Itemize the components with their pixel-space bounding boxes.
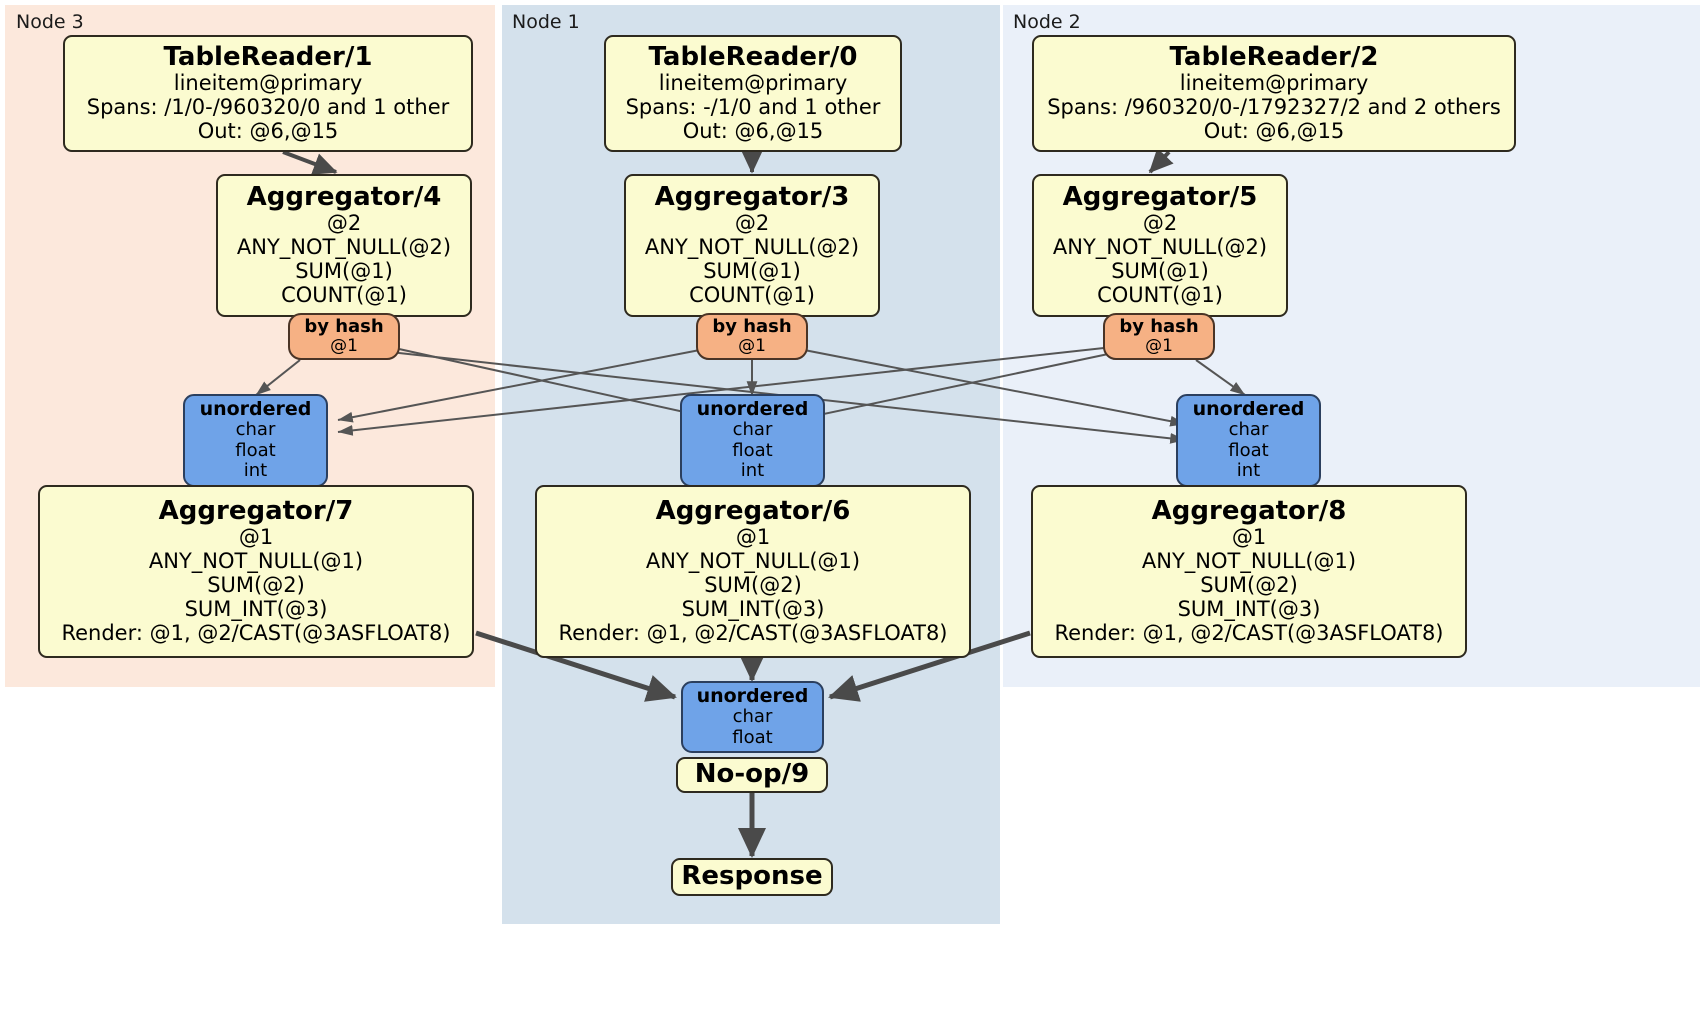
aggregator-5-line-2: SUM(@1) bbox=[1111, 259, 1209, 284]
aggregator-6-line-2: SUM(@2) bbox=[704, 573, 802, 598]
receiver-unordered-node-2[interactable]: unordered char float int bbox=[1176, 394, 1321, 487]
table-reader-2-line-1: Spans: /960320/0-/1792327/2 and 2 others bbox=[1047, 95, 1501, 120]
table-reader-0-node[interactable]: TableReader/0 lineitem@primary Spans: -/… bbox=[604, 35, 902, 152]
aggregator-6-node[interactable]: Aggregator/6 @1 ANY_NOT_NULL(@1) SUM(@2)… bbox=[535, 485, 971, 658]
aggregator-8-node[interactable]: Aggregator/8 @1 ANY_NOT_NULL(@1) SUM(@2)… bbox=[1031, 485, 1467, 658]
aggregator-6-line-1: ANY_NOT_NULL(@1) bbox=[645, 549, 861, 574]
aggregator-8-line-3: SUM_INT(@3) bbox=[1177, 597, 1321, 622]
receiver-unordered-node-3-title: unordered bbox=[199, 398, 312, 421]
aggregator-6-line-0: @1 bbox=[735, 525, 771, 550]
router-by-hash-node-2-line-0: @1 bbox=[1145, 335, 1173, 356]
aggregator-8-line-0: @1 bbox=[1231, 525, 1267, 550]
table-reader-1-title: TableReader/1 bbox=[163, 42, 373, 73]
aggregator-7-line-1: ANY_NOT_NULL(@1) bbox=[148, 549, 364, 574]
aggregator-6-line-3: SUM_INT(@3) bbox=[681, 597, 825, 622]
aggregator-5-node[interactable]: Aggregator/5 @2 ANY_NOT_NULL(@2) SUM(@1)… bbox=[1032, 174, 1288, 317]
table-reader-2-title: TableReader/2 bbox=[1169, 42, 1379, 73]
table-reader-0-line-0: lineitem@primary bbox=[658, 71, 848, 96]
router-by-hash-node-1[interactable]: by hash @1 bbox=[696, 313, 808, 360]
final-receiver-unordered-line-1: float bbox=[732, 726, 773, 748]
aggregator-4-node[interactable]: Aggregator/4 @2 ANY_NOT_NULL(@2) SUM(@1)… bbox=[216, 174, 472, 317]
aggregator-4-line-1: ANY_NOT_NULL(@2) bbox=[236, 235, 452, 260]
final-receiver-unordered[interactable]: unordered char float bbox=[681, 681, 824, 753]
table-reader-1-line-1: Spans: /1/0-/960320/0 and 1 other bbox=[86, 95, 450, 120]
aggregator-4-line-0: @2 bbox=[326, 211, 362, 236]
receiver-unordered-node-2-line-0: char bbox=[1228, 419, 1269, 441]
router-by-hash-node-1-line-0: @1 bbox=[738, 335, 766, 356]
table-reader-1-line-0: lineitem@primary bbox=[173, 71, 363, 96]
aggregator-5-line-1: ANY_NOT_NULL(@2) bbox=[1052, 235, 1268, 260]
router-by-hash-node-2-title: by hash bbox=[1119, 315, 1199, 337]
aggregator-7-line-3: SUM_INT(@3) bbox=[184, 597, 328, 622]
aggregator-7-line-2: SUM(@2) bbox=[207, 573, 305, 598]
table-reader-1-node[interactable]: TableReader/1 lineitem@primary Spans: /1… bbox=[63, 35, 473, 152]
panel-label-node-3: Node 3 bbox=[16, 11, 84, 33]
response-node[interactable]: Response bbox=[671, 858, 833, 896]
table-reader-2-line-0: lineitem@primary bbox=[1179, 71, 1369, 96]
table-reader-0-title: TableReader/0 bbox=[648, 42, 858, 73]
panel-label-node-1: Node 1 bbox=[512, 11, 580, 33]
router-by-hash-node-1-title: by hash bbox=[712, 315, 792, 337]
aggregator-5-line-3: COUNT(@1) bbox=[1097, 282, 1223, 307]
response-title: Response bbox=[681, 861, 823, 892]
table-reader-0-line-1: Spans: -/1/0 and 1 other bbox=[625, 95, 881, 120]
aggregator-3-line-2: SUM(@1) bbox=[703, 259, 801, 284]
aggregator-7-title: Aggregator/7 bbox=[158, 496, 354, 527]
table-reader-2-node[interactable]: TableReader/2 lineitem@primary Spans: /9… bbox=[1032, 35, 1516, 152]
router-by-hash-node-3-line-0: @1 bbox=[330, 335, 358, 356]
table-reader-2-line-2: Out: @6,@15 bbox=[1203, 119, 1345, 144]
no-op-9-title: No-op/9 bbox=[694, 759, 810, 790]
aggregator-3-line-0: @2 bbox=[734, 211, 770, 236]
panel-label-node-2: Node 2 bbox=[1013, 11, 1081, 33]
receiver-unordered-node-3-line-2: int bbox=[243, 460, 268, 482]
router-by-hash-node-3[interactable]: by hash @1 bbox=[288, 313, 400, 360]
aggregator-6-title: Aggregator/6 bbox=[655, 496, 851, 527]
aggregator-7-node[interactable]: Aggregator/7 @1 ANY_NOT_NULL(@1) SUM(@2)… bbox=[38, 485, 474, 658]
aggregator-3-node[interactable]: Aggregator/3 @2 ANY_NOT_NULL(@2) SUM(@1)… bbox=[624, 174, 880, 317]
aggregator-4-line-3: COUNT(@1) bbox=[281, 282, 407, 307]
receiver-unordered-node-1-title: unordered bbox=[696, 398, 809, 421]
aggregator-6-line-4: Render: @1, @2/CAST(@3ASFLOAT8) bbox=[558, 620, 948, 645]
aggregator-4-title: Aggregator/4 bbox=[246, 182, 442, 213]
aggregator-5-line-0: @2 bbox=[1142, 211, 1178, 236]
receiver-unordered-node-3-line-0: char bbox=[235, 419, 276, 441]
aggregator-3-title: Aggregator/3 bbox=[654, 182, 850, 213]
final-receiver-unordered-title: unordered bbox=[696, 684, 809, 707]
aggregator-7-line-0: @1 bbox=[238, 525, 274, 550]
receiver-unordered-node-2-line-1: float bbox=[1228, 439, 1269, 461]
aggregator-8-line-2: SUM(@2) bbox=[1200, 573, 1298, 598]
table-reader-1-line-2: Out: @6,@15 bbox=[197, 119, 339, 144]
receiver-unordered-node-3[interactable]: unordered char float int bbox=[183, 394, 328, 487]
no-op-9-node[interactable]: No-op/9 bbox=[676, 757, 828, 793]
receiver-unordered-node-1-line-1: float bbox=[732, 439, 773, 461]
receiver-unordered-node-1[interactable]: unordered char float int bbox=[680, 394, 825, 487]
aggregator-5-title: Aggregator/5 bbox=[1062, 182, 1258, 213]
aggregator-7-line-4: Render: @1, @2/CAST(@3ASFLOAT8) bbox=[61, 620, 451, 645]
final-receiver-unordered-line-0: char bbox=[732, 706, 773, 728]
receiver-unordered-node-2-line-2: int bbox=[1236, 460, 1261, 482]
receiver-unordered-node-3-line-1: float bbox=[235, 439, 276, 461]
aggregator-4-line-2: SUM(@1) bbox=[295, 259, 393, 284]
table-reader-0-line-2: Out: @6,@15 bbox=[682, 119, 824, 144]
aggregator-8-line-1: ANY_NOT_NULL(@1) bbox=[1141, 549, 1357, 574]
aggregator-8-title: Aggregator/8 bbox=[1151, 496, 1347, 527]
aggregator-3-line-3: COUNT(@1) bbox=[689, 282, 815, 307]
router-by-hash-node-3-title: by hash bbox=[304, 315, 384, 337]
receiver-unordered-node-2-title: unordered bbox=[1192, 398, 1305, 421]
aggregator-8-line-4: Render: @1, @2/CAST(@3ASFLOAT8) bbox=[1054, 620, 1444, 645]
aggregator-3-line-1: ANY_NOT_NULL(@2) bbox=[644, 235, 860, 260]
router-by-hash-node-2[interactable]: by hash @1 bbox=[1103, 313, 1215, 360]
receiver-unordered-node-1-line-2: int bbox=[740, 460, 765, 482]
receiver-unordered-node-1-line-0: char bbox=[732, 419, 773, 441]
